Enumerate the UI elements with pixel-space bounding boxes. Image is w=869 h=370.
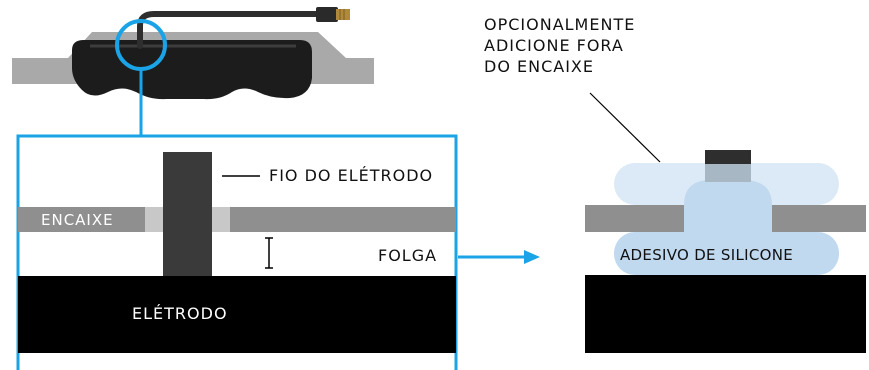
silicone-plug <box>684 180 772 232</box>
silicone-bottom-layer <box>614 232 839 275</box>
optional-note-line-3: DO ENCAIXE <box>484 57 594 76</box>
optional-note-line-1: OPCIONALMENTE <box>484 15 636 34</box>
result-electrode <box>585 275 866 353</box>
connector-body <box>316 7 338 22</box>
connector-tip <box>336 9 350 20</box>
electrode-block <box>18 276 456 353</box>
optional-note-line-2: ADICIONE FORA <box>484 36 624 55</box>
electrode-wire-label: FIO DO ELÉTRODO <box>269 166 434 185</box>
silicone-adhesive-label: ADESIVO DE SILICONE <box>620 246 794 264</box>
detail-frame <box>16 134 458 370</box>
transition-arrow <box>458 250 540 264</box>
result-wire-top <box>705 150 751 164</box>
note-leader-line <box>589 92 661 163</box>
housing-label: ENCAIXE <box>41 211 114 229</box>
gap-label: FOLGA <box>378 246 438 265</box>
detail-view <box>16 134 458 370</box>
housing-light-left <box>145 207 163 232</box>
device-body <box>72 40 312 100</box>
cable <box>137 11 325 49</box>
silicone-result <box>585 92 866 353</box>
electrode-label: ELÉTRODO <box>132 304 228 323</box>
housing-bar <box>18 207 456 232</box>
housing-light-right <box>212 207 230 232</box>
device-illustration <box>12 7 374 136</box>
electrode-wire <box>163 152 212 276</box>
